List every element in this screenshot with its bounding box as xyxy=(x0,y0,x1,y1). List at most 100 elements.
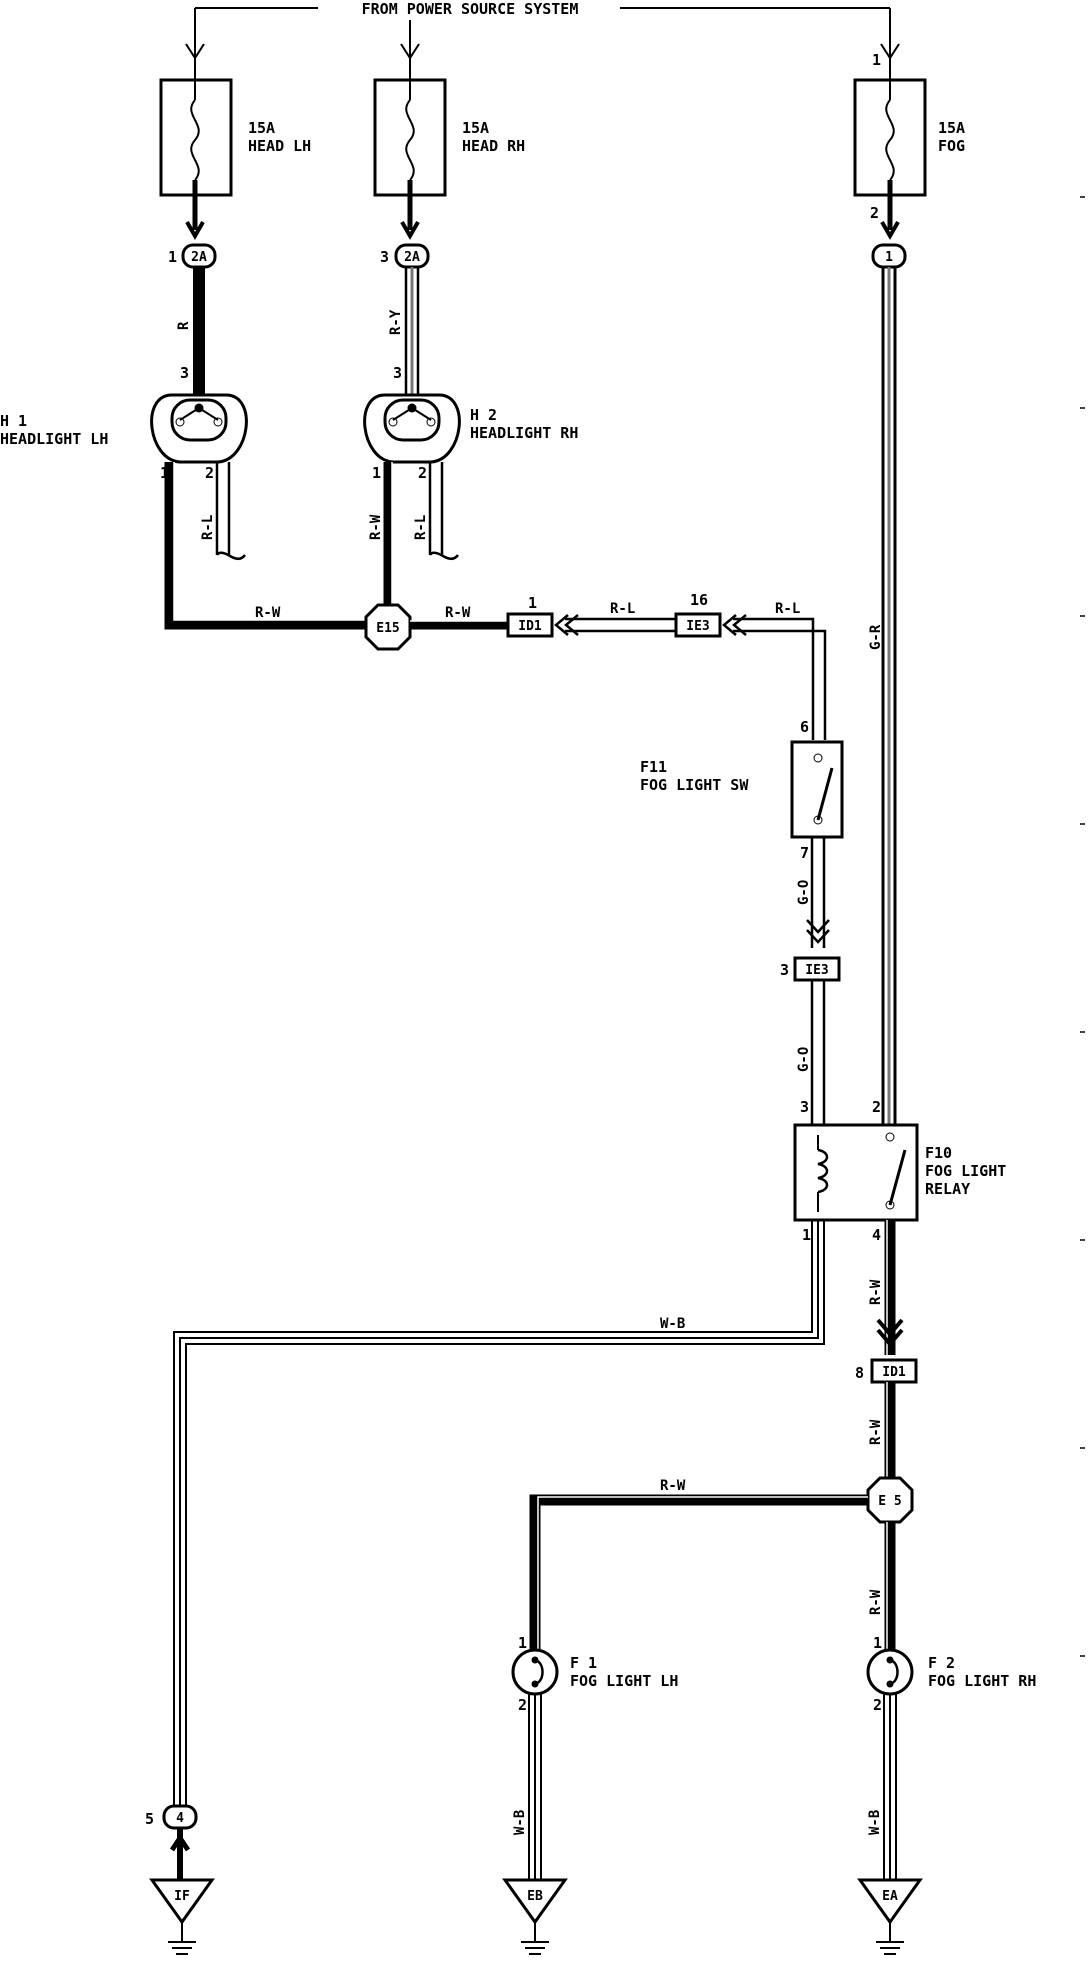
connector-ie3-mid xyxy=(793,956,841,982)
wire-go-f11-to-ie3 xyxy=(806,837,830,948)
ground-eb-label: EB xyxy=(527,1889,543,1904)
wire-label-rl-mid: R-L xyxy=(610,601,635,617)
wire-rl-h1-tail xyxy=(215,462,247,560)
fuse-fog xyxy=(853,60,927,241)
h2-pin-1: 1 xyxy=(372,464,381,482)
wire-label-rw-relay: R-W xyxy=(868,1279,884,1305)
f1-code: F 1 xyxy=(570,1654,597,1672)
connector-2a-rh-pin: 3 xyxy=(380,248,389,266)
wire-rw-e5-to-f1 xyxy=(529,1494,868,1650)
wire-wb-f2-to-ea xyxy=(883,1694,897,1880)
connector-4-pin: 5 xyxy=(145,1810,154,1828)
fuse-head-lh-amp: 15A xyxy=(248,119,275,137)
junction-e5-label: E 5 xyxy=(878,1494,901,1509)
h2-pin-top: 3 xyxy=(393,364,402,382)
h2-pin-2: 2 xyxy=(418,464,427,482)
h1-pin-top: 3 xyxy=(180,364,189,382)
wire-rw-h1-to-e15 xyxy=(164,462,370,630)
h1-name: HEADLIGHT LH xyxy=(0,430,108,448)
wire-label-rl-right: R-L xyxy=(775,601,800,617)
connector-ie3-mid-label: IE3 xyxy=(805,963,828,978)
wire-gr-fog xyxy=(881,267,897,1130)
connector-id1-top xyxy=(506,612,554,638)
wire-rw-h2-to-e15 xyxy=(383,462,393,605)
wire-label-rw-h1: R-W xyxy=(255,605,281,621)
fog-light-lh-symbol xyxy=(511,1648,559,1696)
f10-name-1: FOG LIGHT xyxy=(925,1162,1006,1180)
f10-pin-4: 4 xyxy=(872,1226,881,1244)
wire-ry-to-h2 xyxy=(404,267,420,395)
fuse-fog-pin-in: 1 xyxy=(872,51,881,69)
f1-pin-top: 1 xyxy=(518,1634,527,1652)
wire-label-rw-f2: R-W xyxy=(868,1589,884,1615)
wire-rw-e5-to-f2 xyxy=(884,1522,896,1650)
f2-pin-bottom: 2 xyxy=(873,1696,882,1714)
f10-code: F10 xyxy=(925,1144,952,1162)
wire-rw-e15-to-id1 xyxy=(410,620,508,630)
fog-light-switch xyxy=(790,740,844,839)
junction-e15 xyxy=(364,603,412,651)
fuse-head-rh-name: HEAD RH xyxy=(462,137,525,155)
wire-go-ie3-to-f10 xyxy=(810,980,826,1125)
fuse-head-rh-amp: 15A xyxy=(462,119,489,137)
h2-code: H 2 xyxy=(470,406,497,424)
wire-label-rw-e5: R-W xyxy=(660,1478,686,1494)
margin-ticks xyxy=(1080,196,1085,1657)
f2-name: FOG LIGHT RH xyxy=(928,1672,1036,1690)
fuse-head-lh-name: HEAD LH xyxy=(248,137,311,155)
ground-if-label: IF xyxy=(174,1889,190,1904)
connector-ie3-top xyxy=(674,612,722,638)
wire-wb-relay-to-if xyxy=(173,1220,825,1810)
wire-label-rl-h2: R-L xyxy=(413,515,429,540)
wire-label-rw-e15: R-W xyxy=(445,605,471,621)
ground-eb xyxy=(502,1878,568,1955)
f10-pin-1: 1 xyxy=(802,1226,811,1244)
f10-name-2: RELAY xyxy=(925,1180,970,1198)
headlight-rh-symbol xyxy=(363,393,461,464)
headlight-lh-symbol xyxy=(150,393,248,464)
f10-pin-3: 3 xyxy=(800,1098,809,1116)
wire-label-go-bottom: G-O xyxy=(796,1047,812,1072)
fuse-fog-name: FOG xyxy=(938,137,965,155)
fog-light-relay xyxy=(793,1123,919,1222)
wire-wb-f1-to-eb xyxy=(528,1694,542,1880)
f10-pin-2: 2 xyxy=(872,1098,881,1116)
wire-rl-id1-to-ie3 xyxy=(554,614,676,636)
connector-4 xyxy=(162,1804,198,1880)
h1-code: H 1 xyxy=(0,412,27,430)
f11-code: F11 xyxy=(640,758,667,776)
connector-id1-top-label: ID1 xyxy=(518,619,542,634)
connector-4-label: 4 xyxy=(176,1811,184,1826)
connector-ie3-top-pin: 16 xyxy=(690,591,708,609)
wire-rl-ie3-to-f11 xyxy=(722,614,827,740)
wire-label-wb-relay: W-B xyxy=(660,1316,685,1332)
connector-2a-lh-pin: 1 xyxy=(168,248,177,266)
wire-label-r: R xyxy=(176,321,192,330)
wire-rl-h2-tail xyxy=(428,462,460,560)
fuse-fog-amp: 15A xyxy=(938,119,965,137)
connector-2a-lh-label: 2A xyxy=(191,250,207,265)
wire-label-rl-h1: R-L xyxy=(200,515,216,540)
connector-id1-bottom-pin: 8 xyxy=(855,1364,864,1382)
ground-if xyxy=(149,1878,215,1955)
wire-label-rw-id1: R-W xyxy=(868,1419,884,1445)
wire-label-wb-f2: W-B xyxy=(867,1810,883,1835)
connector-ie3-top-label: IE3 xyxy=(686,619,709,634)
power-source-label: FROM POWER SOURCE SYSTEM xyxy=(362,0,579,18)
f11-pin-bottom: 7 xyxy=(800,844,809,862)
connector-1-fog-label: 1 xyxy=(885,250,893,265)
connector-id1-bottom-label: ID1 xyxy=(882,1365,906,1380)
wire-label-go-top: G-O xyxy=(796,880,812,905)
fog-light-rh-symbol xyxy=(866,1648,914,1696)
wire-rw-relay-to-id1 xyxy=(876,1220,904,1355)
f1-pin-bottom: 2 xyxy=(518,1696,527,1714)
f2-pin-top: 1 xyxy=(873,1634,882,1652)
fuse-head-lh xyxy=(159,60,233,241)
connector-id1-top-pin: 1 xyxy=(528,594,537,612)
f2-code: F 2 xyxy=(928,1654,955,1672)
ground-ea xyxy=(857,1878,923,1955)
wire-rw-id1-to-e5 xyxy=(884,1382,896,1478)
wire-label-wb-f1: W-B xyxy=(512,1810,528,1835)
